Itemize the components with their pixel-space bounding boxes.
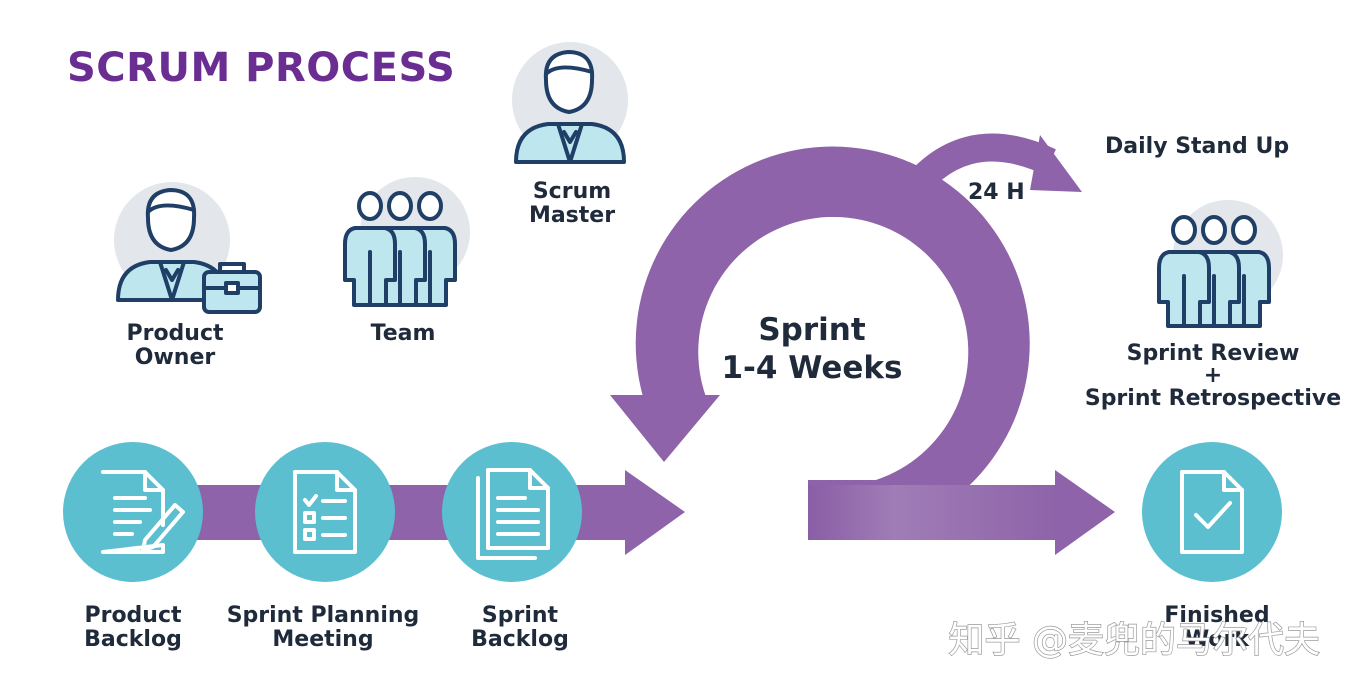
sprint-output-arrow xyxy=(808,470,1115,555)
sprint-duration-label: 1-4 Weeks xyxy=(721,350,902,386)
product-owner-label: Product xyxy=(126,321,224,346)
scrum-master-avatar xyxy=(512,42,628,164)
finished-work-label-line2: Work xyxy=(1185,627,1250,652)
document-pencil-icon xyxy=(101,470,185,554)
sprint-backlog-label: Sprint xyxy=(482,603,559,628)
page-title: SCRUM PROCESS xyxy=(67,45,455,91)
sprint-cycle-arrow xyxy=(610,146,1030,541)
sprint-label: Sprint xyxy=(758,312,866,348)
finished-work-label: Finished xyxy=(1164,603,1269,628)
sprint-loop-band xyxy=(635,146,1030,541)
review-team-avatar xyxy=(1157,200,1283,328)
checklist-icon xyxy=(293,470,357,554)
product-backlog-label-line2: Backlog xyxy=(84,627,182,652)
scrum-master-label: Scrum xyxy=(533,179,611,204)
daily-standup-label: Daily Stand Up xyxy=(1105,134,1289,159)
review-plus-label: + xyxy=(1204,363,1222,388)
sprint-backlog-step xyxy=(442,442,582,582)
sprint-review-label: Sprint Review xyxy=(1127,341,1300,366)
product-backlog-step xyxy=(63,442,203,582)
briefcase-icon xyxy=(202,262,262,314)
product-owner-avatar xyxy=(114,182,262,314)
product-backlog-label: Product xyxy=(84,603,182,628)
sprint-loop-arrowhead xyxy=(610,395,720,462)
document-check-icon xyxy=(1180,470,1244,554)
interval-label: 24 H xyxy=(968,180,1025,205)
sprint-retrospective-label: Sprint Retrospective xyxy=(1085,386,1341,411)
team-label: Team xyxy=(371,321,436,346)
sprint-planning-label-line2: Meeting xyxy=(272,627,373,652)
watermark: 知乎 @麦兜的马尔代夫 xyxy=(949,620,1320,661)
scrum-master-label-line2: Master xyxy=(529,203,615,228)
sprint-planning-label: Sprint Planning xyxy=(227,603,420,628)
daily-standup-arrow xyxy=(893,133,1082,209)
team-avatar xyxy=(343,177,470,307)
documents-stack-icon xyxy=(476,468,550,560)
sprint-backlog-label-line2: Backlog xyxy=(471,627,569,652)
sprint-planning-step xyxy=(255,442,395,582)
finished-work-step xyxy=(1142,442,1282,582)
product-owner-label-line2: Owner xyxy=(135,345,216,370)
